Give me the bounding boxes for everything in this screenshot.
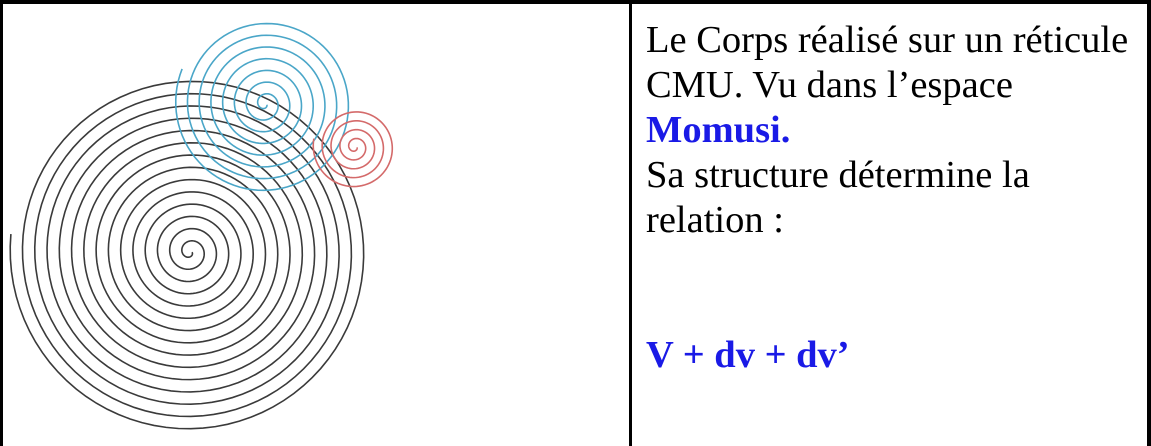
large-spiral bbox=[9, 80, 365, 430]
text-line-4: Sa structure détermine la bbox=[646, 154, 1030, 196]
text-line-5: relation : bbox=[646, 199, 784, 241]
spiral-figure-cell bbox=[3, 4, 629, 446]
small-spiral bbox=[312, 111, 394, 188]
table-column-divider bbox=[629, 0, 632, 446]
blank-space bbox=[646, 243, 1136, 333]
table-border-top bbox=[0, 0, 1151, 4]
space-name-momusi: Momusi. bbox=[646, 109, 791, 151]
spiral-figure bbox=[9, 22, 394, 430]
text-line-1: Le Corps réalisé sur un réticule bbox=[646, 19, 1129, 61]
table-border-left bbox=[0, 0, 3, 446]
table-border-right bbox=[1147, 0, 1151, 446]
text-line-2: CMU. Vu dans l’espace bbox=[646, 64, 1013, 106]
description-text-cell: Le Corps réalisé sur un réticule CMU. Vu… bbox=[646, 18, 1136, 378]
medium-spiral bbox=[174, 22, 350, 192]
relation-formula: V + dv + dv’ bbox=[646, 334, 850, 376]
